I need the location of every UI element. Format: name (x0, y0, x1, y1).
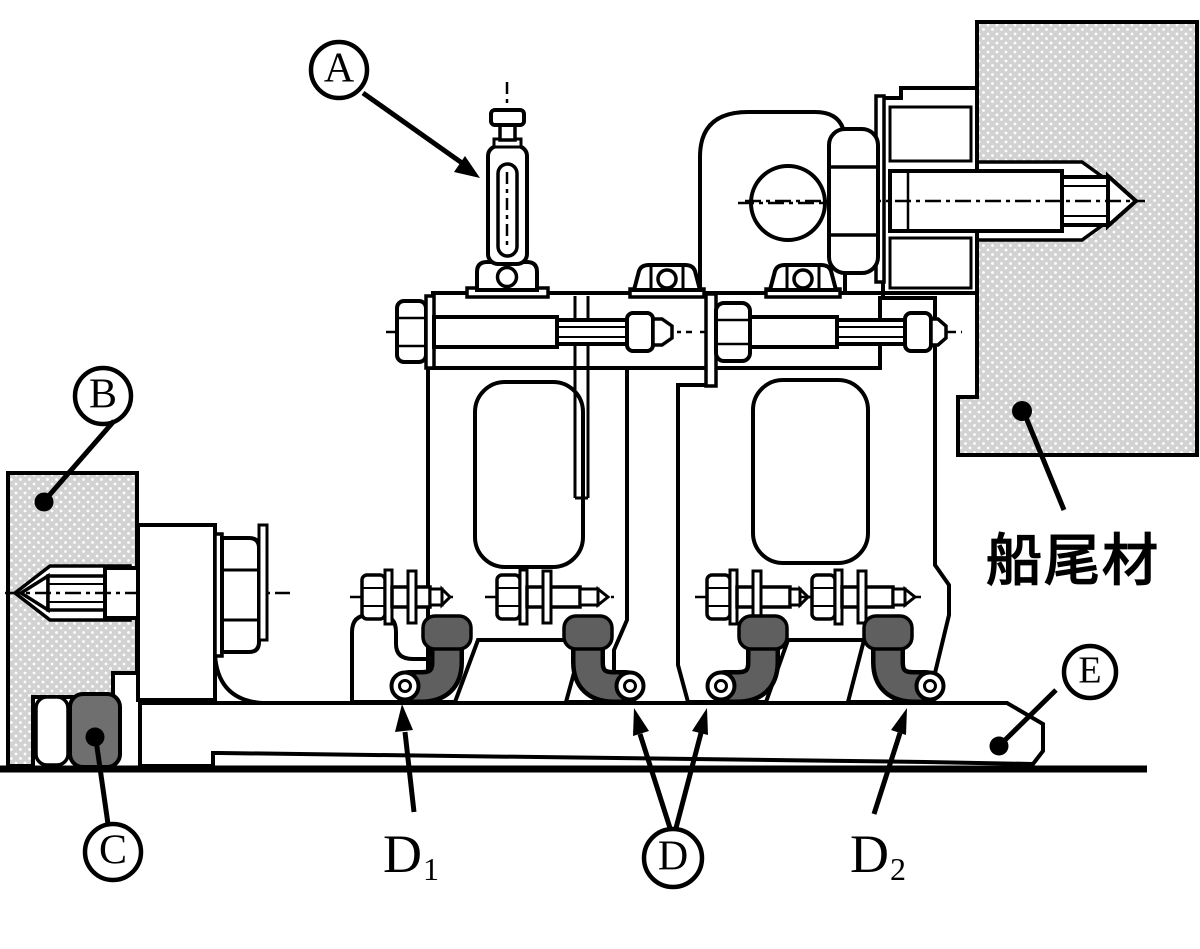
leader-arrow-d1 (402, 731, 417, 813)
left-arm-fillet (213, 654, 263, 705)
clamp-foot-4 (862, 614, 946, 704)
leader-arrow-a (361, 90, 464, 166)
pin-cap (489, 108, 526, 127)
big-hex-nut (827, 127, 880, 275)
label-c-text: C (99, 828, 127, 874)
jack-bolt-right (745, 169, 1145, 233)
through-bolt-right (700, 292, 962, 388)
clamp-bolt-2 (485, 568, 614, 626)
stern-frame-label-text: 船尾材 (986, 531, 1160, 593)
clamp-foot-1 (389, 614, 473, 704)
label-c: C (82, 727, 144, 883)
clamp-bolt-1 (350, 568, 458, 626)
clamp-foot-2 (562, 614, 646, 704)
label-b-text: B (89, 372, 117, 418)
label-a: A (308, 39, 480, 178)
bolt-nut (714, 301, 752, 363)
stern-frame-assembly (948, 20, 1199, 457)
label-a-text: A (324, 46, 355, 92)
clamp-bolt-4 (800, 568, 922, 626)
label-stern-frame: 船尾材 (986, 401, 1160, 593)
label-d1: D 1 (383, 704, 439, 887)
leader-line-stern (1022, 414, 1067, 511)
left-hex-nut (220, 536, 261, 654)
spacer-block-white (34, 695, 70, 767)
left-bracket-plate (136, 523, 217, 702)
pedestal-2 (764, 263, 842, 299)
right-plate-assembly (874, 86, 979, 295)
leader-line-c (93, 739, 111, 825)
lug-bracket (698, 110, 847, 293)
label-b: B (34, 365, 134, 512)
leader-arrow-d2 (871, 732, 903, 815)
label-d1-text: D (383, 824, 422, 884)
label-d2-sub: 2 (890, 851, 906, 887)
label-d1-sub: 1 (423, 851, 439, 887)
label-d-text: D (658, 834, 688, 880)
leader-arrow-d-right (673, 732, 704, 829)
leader-line-b (44, 419, 116, 501)
left-back-plate (257, 523, 269, 642)
label-d2: D 2 (850, 708, 907, 887)
pedestal-1 (628, 263, 706, 299)
base-plate (138, 701, 1045, 768)
clamp-foot-3 (705, 614, 789, 704)
label-e-text: E (1078, 650, 1101, 692)
label-e: E (989, 643, 1119, 756)
leader-line-e (999, 688, 1058, 746)
clamp-window-right (751, 378, 870, 565)
label-d2-text: D (850, 824, 889, 884)
bolt-head (395, 299, 428, 364)
leader-arrow-d-left (637, 733, 673, 829)
label-d: D (633, 708, 708, 890)
adjusting-screw-pin (465, 82, 550, 299)
clamp-window-left (473, 380, 585, 569)
through-bolt-left (386, 294, 692, 370)
